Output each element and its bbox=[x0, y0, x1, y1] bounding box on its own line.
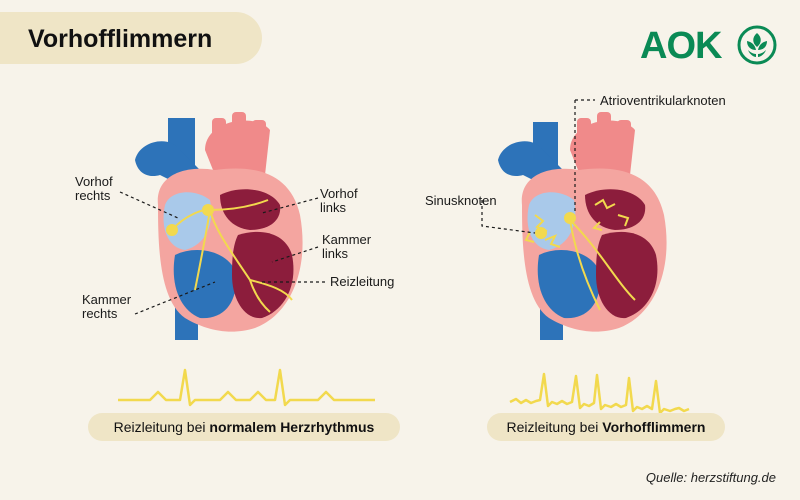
caption-normal: Reizleitung bei normalem Herzrhythmus bbox=[88, 413, 400, 441]
caption-afib-prefix: Reizleitung bei bbox=[506, 419, 603, 435]
caption-afib: Reizleitung bei Vorhofflimmern bbox=[487, 413, 725, 441]
aok-logo: AOK bbox=[640, 24, 780, 68]
ecg-afib-trace bbox=[509, 372, 690, 415]
label-kammer-rechts-2: rechts bbox=[82, 306, 118, 321]
label-kammer-links-2: links bbox=[322, 246, 349, 261]
label-vorhof-rechts-2: rechts bbox=[75, 188, 111, 203]
source-credit: Quelle: herzstiftung.de bbox=[645, 470, 776, 485]
label-kammer-links: Kammer bbox=[322, 232, 372, 247]
label-reizleitung: Reizleitung bbox=[330, 274, 394, 289]
caption-normal-bold: normalem Herzrhythmus bbox=[209, 419, 375, 435]
label-vorhof-links-2: links bbox=[320, 200, 347, 215]
label-vorhof-rechts: Vorhof bbox=[75, 174, 113, 189]
aok-tree-mark-icon bbox=[737, 25, 777, 65]
label-kammer-rechts: Kammer bbox=[82, 292, 132, 307]
label-atrioventrikularknoten: Atrioventrikularknoten bbox=[600, 93, 726, 108]
title-banner: Vorhofflimmern bbox=[0, 12, 262, 64]
heart-normal: Vorhof rechts Vorhof links Kammer links … bbox=[75, 112, 394, 340]
heart-afib: Atrioventrikularknoten Sinusknoten bbox=[425, 93, 726, 340]
ecg-normal-trace bbox=[118, 368, 375, 407]
page-title: Vorhofflimmern bbox=[28, 25, 213, 53]
logo-text: AOK bbox=[640, 25, 722, 67]
caption-normal-prefix: Reizleitung bei bbox=[113, 419, 210, 435]
label-vorhof-links: Vorhof bbox=[320, 186, 358, 201]
label-sinusknoten: Sinusknoten bbox=[425, 193, 497, 208]
caption-afib-bold: Vorhofflimmern bbox=[602, 419, 706, 435]
